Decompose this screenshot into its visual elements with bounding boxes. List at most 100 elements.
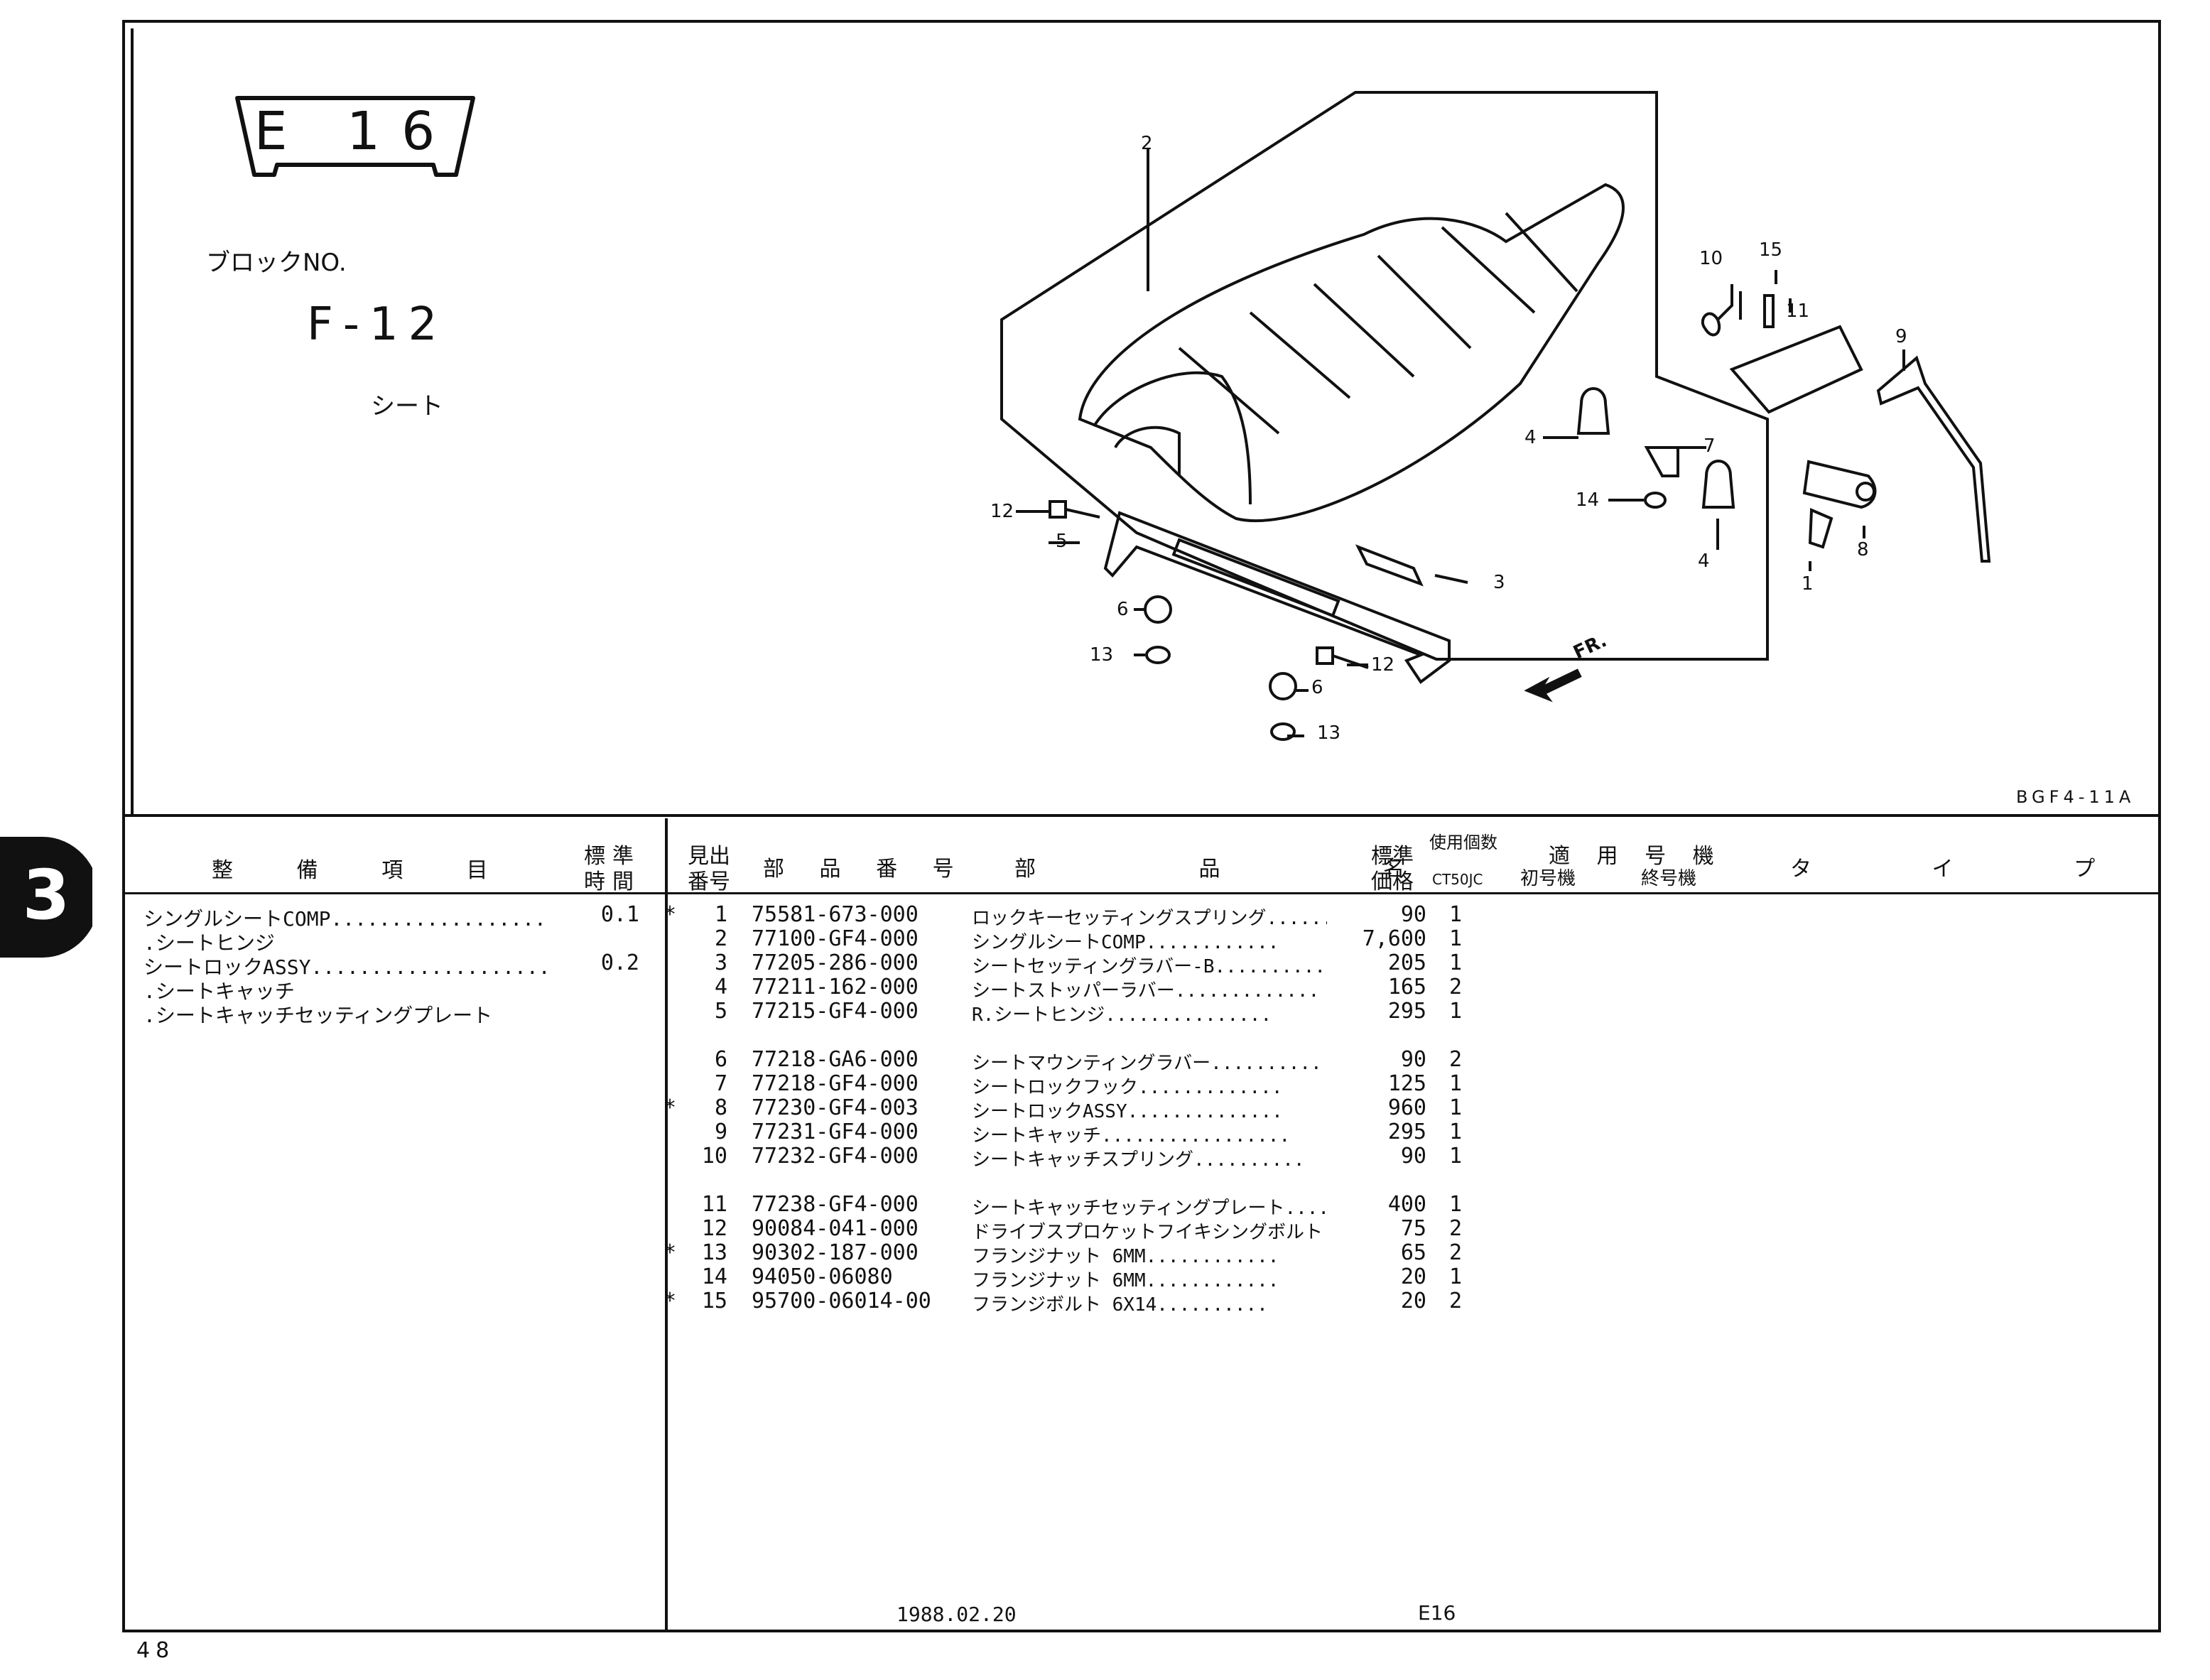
row-star: * <box>663 1289 677 1313</box>
maint-row: .シートヒンジ <box>143 928 275 955</box>
badge-text: E 16 <box>254 101 457 162</box>
type-header: タ イ プ <box>1790 857 2152 882</box>
section-tab: 3 <box>0 830 99 965</box>
callout-5: 5 <box>1056 531 1068 552</box>
row-star <box>663 1120 689 1144</box>
maint-row: .シートキャッチ <box>143 976 295 1003</box>
row-part-no: 90084-041-000 <box>752 1216 919 1241</box>
row-ref: 4 <box>714 975 727 999</box>
table-header-rule <box>125 892 2158 894</box>
qty-header-bottom: CT50JC <box>1432 871 1483 888</box>
block-number: F-12 <box>307 298 448 351</box>
part-name-header: 部 品 名 <box>1014 857 1483 882</box>
serial-to-header: 終号機 <box>1641 868 1697 889</box>
row-part-name: フランジナット 6MM............ <box>972 1246 1279 1266</box>
callout-1: 1 <box>1802 573 1814 595</box>
row-part-name: フランジボルト 6X14.......... <box>972 1294 1268 1314</box>
row-star <box>663 1264 689 1289</box>
row-star <box>663 926 689 950</box>
row-qty: 1 <box>1449 926 1463 951</box>
lock-assy-shape <box>1802 460 1877 509</box>
row-part-no: 77231-GF4-000 <box>752 1120 919 1144</box>
row-star <box>663 1216 689 1240</box>
maint-item-header: 整 備 項 目 <box>212 858 516 883</box>
catch-rod-shape <box>1876 355 1991 563</box>
page-number: 48 <box>136 1638 175 1663</box>
block-label: ブロックNO. <box>206 249 347 277</box>
row-price: 20 <box>1400 1289 1426 1313</box>
diagram-left-border <box>131 28 134 817</box>
callout-14: 14 <box>1576 489 1599 511</box>
row-price: 90 <box>1400 1144 1426 1169</box>
row-part-name: シートマウンティングラバー.......... <box>972 1053 1322 1073</box>
row-ref: 10 <box>701 1144 727 1169</box>
section-tab-number: 3 <box>22 855 70 935</box>
footer-date: 1988.02.20 <box>897 1603 1017 1626</box>
callout-11: 11 <box>1786 300 1809 322</box>
row-qty: 2 <box>1449 975 1463 999</box>
callout-12b: 12 <box>1371 654 1394 676</box>
rubber-b-shape <box>1355 544 1424 587</box>
section-tab-shape <box>0 837 99 958</box>
row-price: 295 <box>1387 1120 1426 1144</box>
spring-shape <box>1701 284 1733 337</box>
row-part-no: 77230-GF4-003 <box>752 1095 919 1120</box>
row-price: 400 <box>1387 1192 1426 1217</box>
callout-6b: 6 <box>1311 677 1323 698</box>
row-price: 165 <box>1387 975 1426 999</box>
maint-label: シングルシートCOMP.................. <box>143 907 546 931</box>
maint-time: 0.2 <box>600 950 639 975</box>
qty-header-top: 使用個数 <box>1429 833 1497 852</box>
row-price: 295 <box>1387 999 1426 1024</box>
row-ref: 3 <box>714 950 727 975</box>
maint-row: シングルシートCOMP.................. <box>143 904 546 931</box>
part-no-header: 部 品 番 号 <box>763 857 968 882</box>
row-part-name: シートロックフック............. <box>972 1077 1283 1097</box>
bolt-shape <box>1049 500 1369 669</box>
maint-label: シートロックASSY.................... <box>143 955 551 979</box>
row-qty: 2 <box>1449 1289 1463 1313</box>
row-part-no: 77100-GF4-000 <box>752 926 919 951</box>
row-price: 960 <box>1387 1095 1426 1120</box>
row-price: 90 <box>1400 902 1426 927</box>
seat-shape <box>1078 183 1625 523</box>
row-part-name: フランジナット 6MM............ <box>972 1270 1279 1290</box>
maint-label: .シートキャッチ <box>143 980 295 1003</box>
row-ref: 2 <box>714 926 727 951</box>
row-price: 90 <box>1400 1047 1426 1072</box>
table-column-separator <box>665 818 668 1630</box>
seat-group-outline <box>1000 91 1769 661</box>
badge-outline <box>235 96 475 177</box>
callout-12a: 12 <box>990 501 1014 522</box>
maint-time: 0.1 <box>600 902 639 927</box>
exploded-diagram: 2 12 5 6 13 13 6 12 3 4 4 7 14 1 8 9 10 … <box>990 91 1991 744</box>
row-part-no: 75581-673-000 <box>752 902 919 927</box>
row-qty: 2 <box>1449 1216 1463 1241</box>
row-part-name: ロックキーセッティングスプリング...... <box>972 908 1327 928</box>
diagram-code: BGF4-11A <box>2016 787 2135 807</box>
row-price: 20 <box>1400 1264 1426 1289</box>
serial-header: 適 用 号 機 <box>1549 844 1724 869</box>
row-ref: 5 <box>714 999 727 1024</box>
callout-10: 10 <box>1699 248 1723 269</box>
row-star <box>663 1144 689 1168</box>
row-part-name: シートキャッチスプリング.......... <box>972 1149 1305 1169</box>
row-qty: 1 <box>1449 1264 1463 1289</box>
callout-13b: 13 <box>1317 722 1340 744</box>
row-qty: 1 <box>1449 1144 1463 1169</box>
maint-row: シートロックASSY.................... <box>143 952 551 979</box>
block-name: シート <box>371 392 443 421</box>
row-ref: 12 <box>701 1216 727 1241</box>
row-star <box>663 975 689 999</box>
row-star <box>663 1071 689 1095</box>
flange-bolt-shape <box>1763 294 1775 328</box>
row-qty: 1 <box>1449 902 1463 927</box>
row-price: 125 <box>1387 1071 1426 1096</box>
row-qty: 2 <box>1449 1047 1463 1072</box>
page-badge: E 16 <box>230 91 480 183</box>
row-ref: 9 <box>714 1120 727 1144</box>
row-qty: 1 <box>1449 1095 1463 1120</box>
row-part-no: 94050-06080 <box>752 1264 893 1289</box>
row-part-name: シートストッパーラバー............. <box>972 980 1320 1000</box>
callout-8: 8 <box>1857 539 1869 560</box>
